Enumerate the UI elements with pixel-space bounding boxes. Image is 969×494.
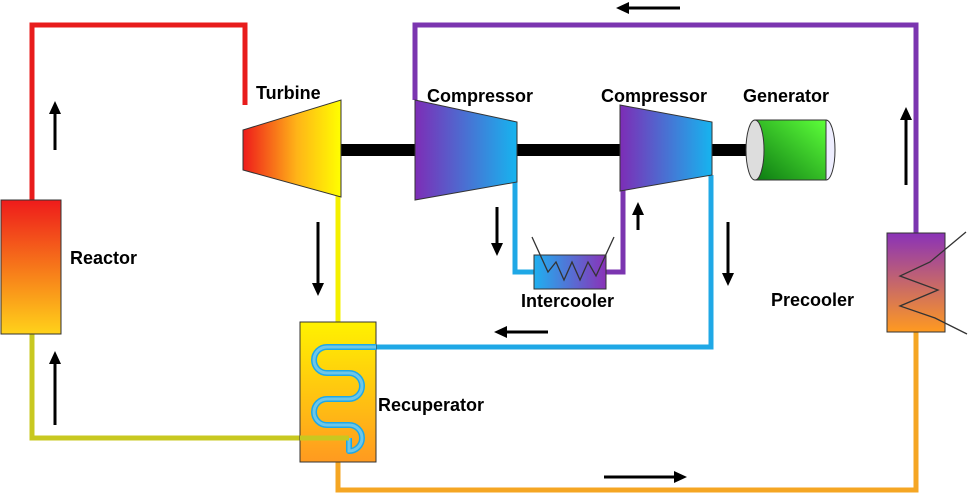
flow-arrow-up-icon bbox=[632, 202, 644, 230]
reactor bbox=[0, 199, 62, 335]
flow-arrow-right-icon bbox=[604, 471, 687, 483]
compressor-2-label: Compressor bbox=[601, 86, 708, 106]
turbine bbox=[242, 99, 342, 198]
compressor-1 bbox=[414, 99, 518, 201]
flow-arrow-down-icon bbox=[312, 222, 324, 296]
precooler bbox=[886, 231, 968, 335]
compressor-1-label: Compressor bbox=[427, 86, 534, 106]
recuperator-label: Recuperator bbox=[378, 395, 485, 415]
shaft bbox=[515, 144, 623, 156]
flow-arrow-up-icon bbox=[900, 107, 912, 185]
generator-label: Generator bbox=[743, 86, 830, 106]
compressor-2 bbox=[619, 104, 713, 192]
flow-arrow-left-icon bbox=[494, 326, 548, 338]
precooler-label: Precooler bbox=[771, 290, 855, 310]
flow-arrow-down-icon bbox=[491, 207, 503, 256]
pipe-compressor-to-intercooler bbox=[512, 180, 535, 275]
intercooler-label: Intercooler bbox=[521, 291, 615, 311]
shaft bbox=[710, 144, 755, 156]
shaft bbox=[338, 144, 418, 156]
flow-arrow-left-icon bbox=[616, 2, 680, 14]
pipe-compressor-to-recuperator bbox=[376, 175, 714, 350]
pipe-recuperator-to-precooler bbox=[335, 332, 919, 493]
flow-arrow-down-icon bbox=[722, 222, 734, 286]
turbine-label: Turbine bbox=[256, 83, 321, 103]
pipe-recuperator-to-reactor bbox=[29, 334, 300, 441]
reactor-label: Reactor bbox=[70, 248, 138, 268]
flow-arrow-up-icon bbox=[49, 101, 61, 150]
recuperator bbox=[299, 321, 377, 463]
generator bbox=[745, 119, 836, 181]
pipe-reactor-to-turbine bbox=[29, 22, 248, 200]
pipe-precooler-to-compressor bbox=[412, 22, 919, 234]
intercooler bbox=[531, 236, 615, 290]
pipe-intercooler-to-compressor bbox=[605, 188, 626, 275]
flow-arrow-up-icon bbox=[49, 351, 61, 425]
